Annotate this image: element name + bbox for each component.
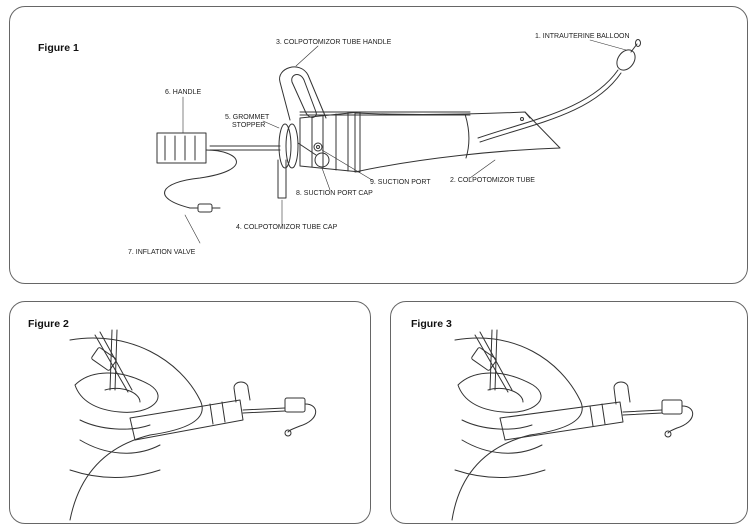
figure-3-panel: Figure 3 bbox=[390, 301, 748, 524]
tube-ribbed-section bbox=[299, 111, 361, 173]
figure-3-illustration bbox=[451, 329, 694, 521]
colpotomizor-tube-cap bbox=[277, 159, 287, 199]
suction-port-cap bbox=[314, 152, 330, 168]
label-colpotomizor-tube-handle: 3. COLPOTOMIZOR TUBE HANDLE bbox=[276, 39, 392, 46]
figure-2-panel: Figure 2 bbox=[9, 301, 371, 524]
intrauterine-balloon bbox=[616, 49, 636, 71]
figure-3-title: Figure 3 bbox=[411, 318, 452, 330]
label-grommet: 5. GROMMET bbox=[225, 114, 270, 121]
label-intrauterine-balloon: 1. INTRAUTERINE BALLOON bbox=[535, 33, 630, 40]
figure-1-title: Figure 1 bbox=[38, 42, 79, 54]
figure-2-title: Figure 2 bbox=[28, 318, 69, 330]
figure-1-leaders bbox=[182, 39, 627, 244]
label-handle: 6. HANDLE bbox=[165, 89, 202, 96]
label-colpotomizor-tube-cap: 4. COLPOTOMIZOR TUBE CAP bbox=[236, 224, 338, 231]
label-inflation-valve: 7. INFLATION VALVE bbox=[128, 249, 196, 256]
colpotomizor-tube-handle bbox=[279, 66, 327, 121]
inflation-valve bbox=[197, 203, 213, 213]
balloon-catheter bbox=[477, 69, 619, 139]
colpotomizor-device bbox=[156, 39, 641, 213]
label-colpotomizor-tube: 2. COLPOTOMIZOR TUBE bbox=[450, 177, 535, 184]
figure-1-labels: 1. INTRAUTERINE BALLOON 2. COLPOTOMIZOR … bbox=[128, 33, 630, 256]
inflation-line bbox=[164, 149, 237, 209]
grommet-stopper bbox=[278, 123, 292, 169]
suction-port bbox=[313, 142, 323, 152]
label-stopper: STOPPER bbox=[232, 122, 265, 129]
figure-1-panel: Figure 1 bbox=[9, 6, 748, 284]
label-suction-port: 9. SUCTION PORT bbox=[370, 179, 431, 186]
label-suction-port-cap: 8. SUCTION PORT CAP bbox=[296, 190, 373, 197]
handle-grip bbox=[156, 132, 207, 164]
colpotomizor-tube bbox=[354, 111, 561, 173]
figure-2-illustration bbox=[69, 329, 317, 521]
